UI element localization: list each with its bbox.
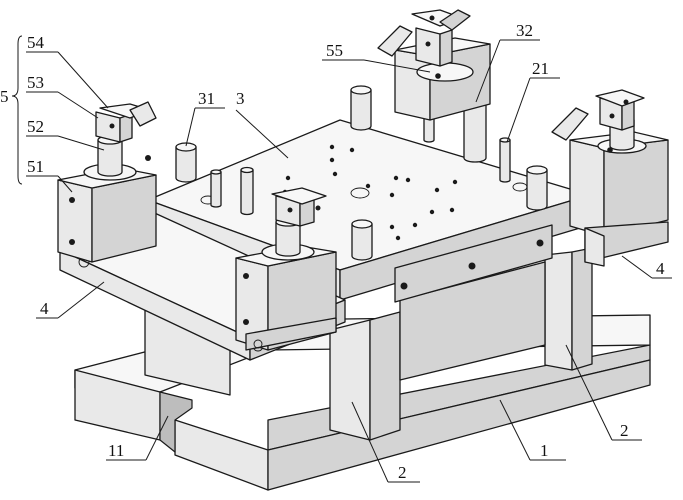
label-2-right: 2 <box>620 421 629 440</box>
label-32: 32 <box>516 21 533 40</box>
label-31: 31 <box>198 89 215 108</box>
label-5: 5 <box>0 87 9 106</box>
label-51: 51 <box>27 157 44 176</box>
clamp-left <box>57 101 157 263</box>
label-2-front: 2 <box>398 463 407 482</box>
label-11: 11 <box>108 441 124 460</box>
label-1: 1 <box>540 441 549 460</box>
label-53: 53 <box>27 73 44 92</box>
support-columns <box>144 247 593 441</box>
label-4-right: 4 <box>656 259 665 278</box>
label-3: 3 <box>236 89 245 108</box>
label-52: 52 <box>27 117 44 136</box>
label-55: 55 <box>326 41 343 60</box>
clamp-front <box>235 187 337 351</box>
label-4-left: 4 <box>40 299 49 318</box>
clamp-back <box>377 9 491 121</box>
label-21: 21 <box>532 59 549 78</box>
label-54: 54 <box>27 33 45 52</box>
part-labels: 5 54 53 52 51 55 31 3 32 21 4 4 11 2 2 1 <box>0 21 665 482</box>
clamp-right <box>551 89 669 267</box>
leader-lines <box>11 35 672 483</box>
